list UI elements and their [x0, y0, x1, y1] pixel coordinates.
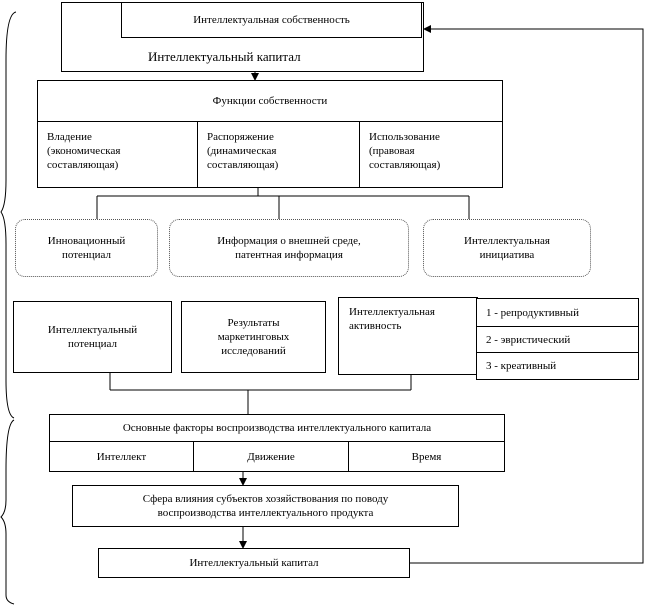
property-functions-title: Функции собственности — [212, 95, 328, 107]
function-ownership: Владение (экономическая составляющая) — [38, 122, 198, 188]
intellectual-activity-label: Интеллектуальная активность — [349, 306, 435, 332]
sphere-of-influence-box: Сфера влияния субъектов хозяйствования п… — [72, 485, 459, 527]
function-use: Использование (правовая составляющая) — [369, 131, 441, 171]
reproduction-factors-row: Интеллект Движение Время — [50, 441, 504, 471]
intellectual-initiative-box: Интеллектуальная инициатива — [423, 219, 591, 277]
factor-intellect: Интеллект — [50, 442, 194, 471]
property-functions-table: Функции собственности Владение (экономич… — [37, 80, 503, 188]
marketing-results-box: Результаты маркетинговых исследований — [181, 301, 326, 373]
factor-time: Время — [411, 450, 442, 463]
reproduction-factors-title: Основные факторы воспроизводства интелле… — [122, 422, 432, 434]
innovation-potential-box: Инновационный потенциал — [15, 219, 158, 277]
activity-types-table: 1 - репродуктивный 2 - эвристический 3 -… — [476, 298, 639, 380]
left-brace-upper — [0, 11, 17, 419]
feedback-loop — [410, 25, 644, 564]
bottom-intellectual-capital-box: Интеллектуальный капитал — [98, 548, 410, 578]
intellectual-property-title: Интеллектуальная собственность — [193, 14, 350, 26]
property-functions-row: Владение (экономическая составляющая) Ра… — [38, 121, 502, 188]
activity-type-row: 3 - креативный — [486, 360, 557, 372]
left-brace-lower — [0, 419, 15, 605]
intellectual-capital-title: Интеллектуальный капитал — [148, 49, 301, 64]
factor-movement: Движение — [194, 442, 349, 471]
intellectual-activity-box: Интеллектуальная активность — [338, 297, 478, 375]
external-information-box: Информация о внешней среде, патентная ин… — [169, 219, 409, 277]
function-disposal: Распоряжение (динамическая составляющая) — [198, 122, 360, 188]
activity-type-row: 1 - репродуктивный — [477, 299, 638, 327]
activity-type-row: 2 - эвристический — [477, 327, 638, 353]
intellectual-potential-box: Интеллектуальный потенциал — [13, 301, 172, 373]
reproduction-factors-table: Основные факторы воспроизводства интелле… — [49, 414, 505, 472]
intellectual-property-box: Интеллектуальная собственность — [121, 2, 422, 38]
